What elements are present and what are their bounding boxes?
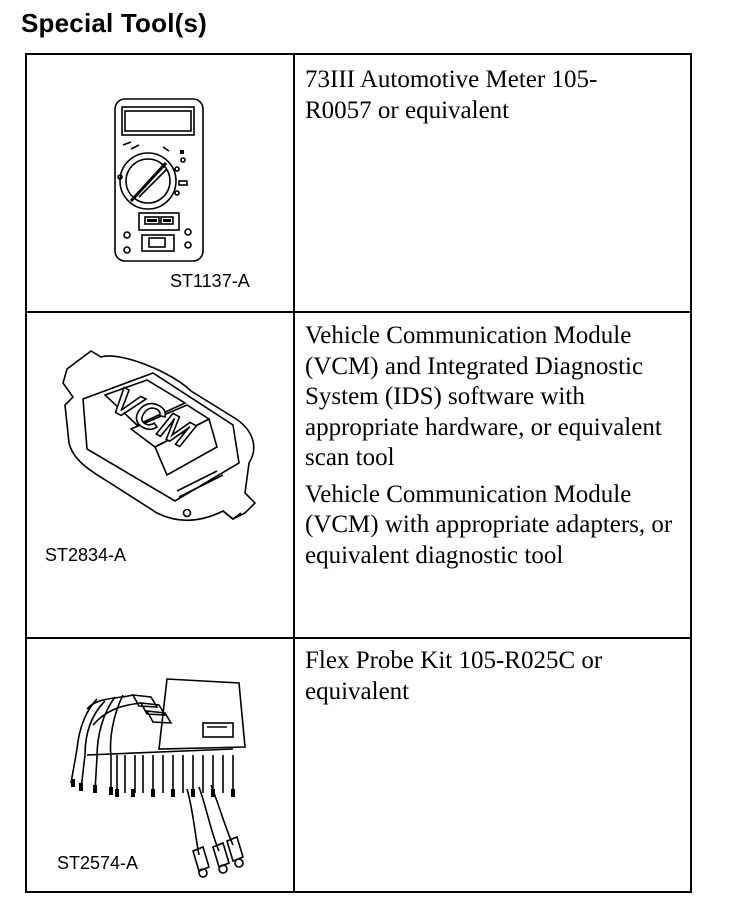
column-divider: [293, 313, 295, 639]
multimeter-icon: [114, 98, 204, 262]
tool-code: ST2834-A: [45, 545, 127, 565]
tool-description: Vehicle Communication Module (VCM) with …: [305, 480, 673, 569]
table-row: ST1137-A 73III Automotive Meter 105-R005…: [27, 55, 690, 311]
table-row: VCM ST2834-A Vehicle Communication Modul…: [27, 311, 690, 639]
tool-image-cell: ST1137-A: [27, 55, 293, 311]
tool-description: Flex Probe Kit 105-R025C or equivalent: [305, 647, 603, 705]
tool-code: ST1137-A: [170, 271, 250, 291]
tool-image-cell: ST2574-A: [27, 639, 293, 891]
page-title: Special Tool(s): [21, 8, 207, 38]
tool-description-cell: Vehicle Communication Module (VCM) and I…: [305, 321, 682, 571]
special-tools-table: ST1137-A 73III Automotive Meter 105-R005…: [25, 53, 692, 893]
tool-description-cell: Flex Probe Kit 105-R025C or equivalent: [305, 646, 682, 707]
tool-description: Vehicle Communication Module (VCM) and I…: [305, 322, 662, 471]
tool-image-cell: VCM ST2834-A: [27, 313, 293, 639]
table-row: ST2574-A Flex Probe Kit 105-R025C or equ…: [27, 637, 690, 891]
column-divider: [293, 639, 295, 891]
vcm-module-icon: VCM: [62, 350, 257, 522]
column-divider: [293, 55, 295, 311]
tool-description: 73III Automotive Meter 105-R0057 or equi…: [305, 66, 598, 124]
tool-code: ST2574-A: [57, 853, 139, 873]
tool-description-cell: 73III Automotive Meter 105-R0057 or equi…: [305, 65, 682, 126]
flex-probe-kit-icon: [70, 678, 246, 878]
